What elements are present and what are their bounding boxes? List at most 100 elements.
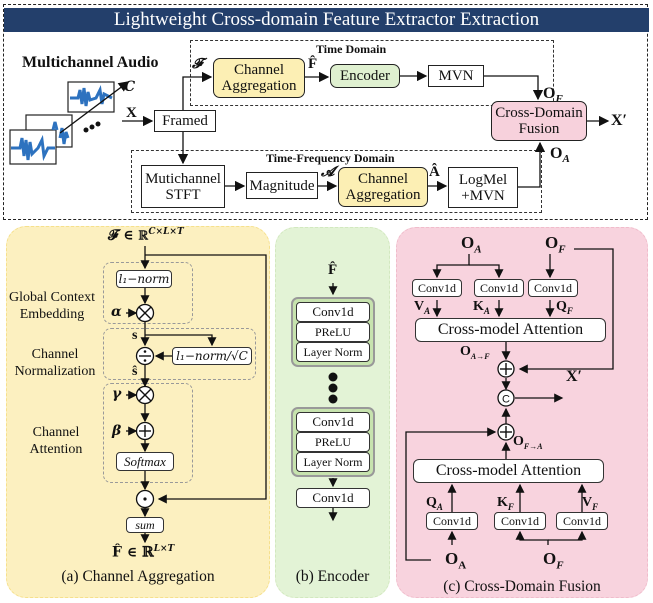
subscript: F xyxy=(592,501,599,512)
of-top-label: OF xyxy=(545,233,566,255)
superscript: L×T xyxy=(153,544,175,554)
label: Channel xyxy=(234,62,284,78)
label: 𝓕 ∈ ℝ xyxy=(108,227,149,244)
label: Mutichannel xyxy=(145,170,221,187)
overview-frame xyxy=(3,4,648,220)
layernorm-layer: Layer Norm xyxy=(296,342,370,362)
encoder-input-label: F̂ xyxy=(328,262,338,278)
subscript: F xyxy=(558,243,566,256)
multichannel-audio-label: Multichannel Audio xyxy=(22,54,159,71)
time-domain-frame xyxy=(190,40,554,106)
cross-model-attention-top: Cross-model Attention xyxy=(415,318,606,342)
label: V xyxy=(582,495,593,510)
waveform-stack-icon xyxy=(9,81,115,165)
subscript: F→A xyxy=(523,441,543,451)
framed-box: Framed xyxy=(154,110,216,132)
s-hat-symbol: ŝ xyxy=(132,364,138,379)
layernorm-layer: Layer Norm xyxy=(296,452,370,472)
label: O xyxy=(543,549,557,568)
diagram-title: Lightweight Cross-domain Feature Extract… xyxy=(4,8,649,32)
label: K xyxy=(497,495,508,510)
magnitude-box: Magnitude xyxy=(246,172,318,199)
label: K xyxy=(473,299,484,314)
a-symbol: 𝓐 xyxy=(321,164,335,180)
encoder-box: Encoder xyxy=(330,64,400,88)
channel-aggregation-time: Channel Aggregation xyxy=(213,58,305,98)
subscript: F xyxy=(566,305,573,316)
alpha-symbol: α xyxy=(111,304,122,320)
cross-domain-fusion-box: Cross-Domain Fusion xyxy=(491,101,587,141)
superscript: C×L×T xyxy=(148,227,184,237)
encoder-block-1: Conv1d PReLU Layer Norm xyxy=(291,297,375,367)
oaf-label: OA→F xyxy=(460,344,490,361)
label: Embedding xyxy=(19,307,85,322)
kf-label: KF xyxy=(497,495,514,512)
label: Cross-Domain xyxy=(495,105,583,121)
subscript: A xyxy=(458,559,467,572)
label: Fusion xyxy=(518,121,560,137)
label: O xyxy=(461,233,475,252)
label: Normalization xyxy=(14,364,96,379)
conv1d-qf: Conv1d xyxy=(528,279,578,297)
label: Channel xyxy=(32,425,80,440)
gamma-symbol: γ xyxy=(112,386,122,402)
label: Attention xyxy=(29,442,83,457)
time-domain-title: Time Domain xyxy=(316,42,387,56)
logmel-box: LogMel +MVN xyxy=(448,167,518,208)
channel-count-label: C xyxy=(124,79,136,95)
final-conv1d-box: Conv1d xyxy=(296,488,370,508)
conv1d-ka: Conv1d xyxy=(474,279,524,297)
panel-b-caption: (b) Encoder xyxy=(295,568,370,585)
panel-a-caption: (a) Channel Aggregation xyxy=(61,568,215,585)
conv1d-vf: Conv1d xyxy=(556,512,608,530)
qa-label: QA xyxy=(426,495,443,512)
stft-box: Mutichannel STFT xyxy=(141,165,225,208)
of-bottom-label: OF xyxy=(543,549,564,571)
channel-attention-label: Channel Attention xyxy=(16,424,96,458)
input-x-label: X xyxy=(126,105,137,121)
subscript: A xyxy=(483,305,490,316)
panel-a-output: F̂ ∈ ℝL×T xyxy=(112,544,174,561)
label: O xyxy=(460,344,471,359)
label: O xyxy=(513,434,524,449)
label: LogMel xyxy=(458,171,508,188)
oa-label: OA xyxy=(550,145,570,166)
label: Channel xyxy=(31,347,79,362)
conv1d-va: Conv1d xyxy=(412,279,462,297)
label: +MVN xyxy=(461,187,505,204)
global-context-label: Global Context Embedding xyxy=(4,289,100,323)
l1-norm-sqrt-box: l₁−norm/√C xyxy=(172,347,252,365)
conv1d-kf: Conv1d xyxy=(494,512,546,530)
x-prime-output: X′ xyxy=(566,368,583,385)
oa-top-label: OA xyxy=(461,233,482,255)
va-label: VA xyxy=(414,299,430,316)
label: STFT xyxy=(165,186,201,203)
mvn-box: MVN xyxy=(428,65,484,87)
label: O xyxy=(545,233,559,252)
conv1d-layer: Conv1d xyxy=(296,302,370,322)
sum-box: sum xyxy=(126,517,164,533)
tf-domain-frame xyxy=(131,150,542,213)
s-symbol: s xyxy=(132,328,138,343)
tf-domain-title: Time-Frequency Domain xyxy=(266,151,395,165)
cross-model-attention-bottom: Cross-model Attention xyxy=(413,459,604,483)
beta-symbol: β xyxy=(112,423,122,439)
softmax-box: Softmax xyxy=(116,452,174,471)
subscript: F xyxy=(556,559,564,572)
encoder-block-n: Conv1d PReLU Layer Norm xyxy=(291,407,375,477)
prelu-layer: PReLU xyxy=(296,432,370,452)
ofa-label: OF→A xyxy=(513,434,543,451)
subscript: F xyxy=(507,501,514,512)
conv1d-layer: Conv1d xyxy=(296,412,370,432)
f-symbol: 𝓕 xyxy=(192,56,203,72)
subscript: A xyxy=(474,243,482,256)
label: Channel xyxy=(358,171,408,187)
channel-normalization-label: Channel Normalization xyxy=(10,346,100,380)
a-hat-label: Â xyxy=(429,164,440,180)
conv1d-qa: Conv1d xyxy=(426,512,478,530)
l1-norm-box: l₁−norm xyxy=(116,270,172,288)
subscript: A xyxy=(424,305,431,316)
qf-label: QF xyxy=(556,299,573,316)
panel-a-input: 𝓕 ∈ ℝC×L×T xyxy=(108,227,184,244)
panel-c-caption: (c) Cross-Domain Fusion xyxy=(443,578,601,595)
